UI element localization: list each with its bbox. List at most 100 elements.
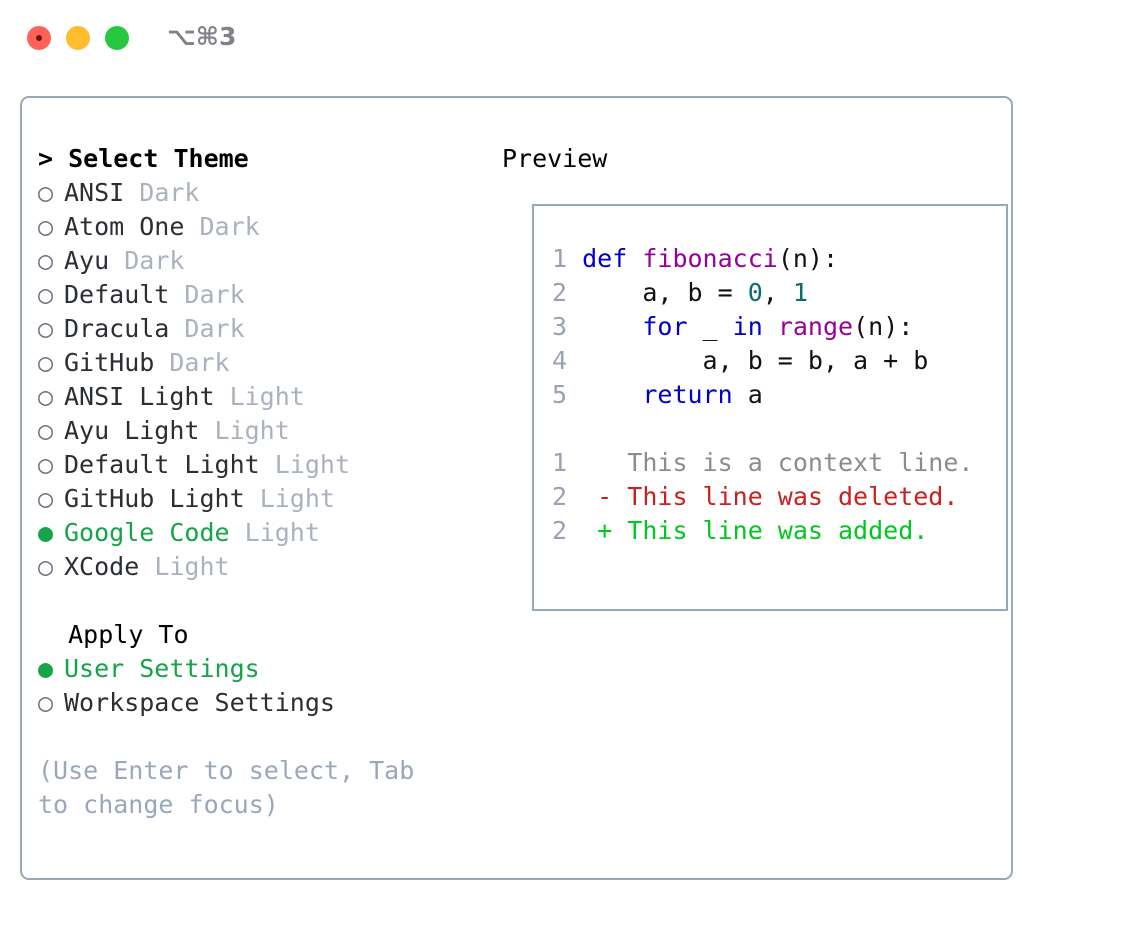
theme-option-default[interactable]: ○ Default Dark [38,278,498,312]
keyboard-hint-text: (Use Enter to select, Tab to change focu… [38,756,430,819]
diff-line: 1 This is a context line. [552,446,1000,480]
theme-option-ansi[interactable]: ○ ANSI Dark [38,176,498,210]
theme-option-ayu-light[interactable]: ○ Ayu Light Light [38,414,498,448]
theme-option-ansi-light[interactable]: ○ ANSI Light Light [38,380,498,414]
code-line: 4 a, b = b, a + b [552,344,1000,378]
apply-to-option-list: ● User Settings ○ Workspace Settings [38,652,498,720]
code-token-kw: in [732,312,763,341]
radio-selected-icon: ● [38,654,54,683]
radio-unselected-icon: ○ [38,416,54,445]
theme-picker-panel: > Select Theme ○ANSI Dark○Atom One Dark○… [38,142,498,822]
theme-option-atom-one[interactable]: ○Atom One Dark [38,210,498,244]
code-token-fn: fibonacci [642,244,778,273]
apply-to-option-workspace-settings[interactable]: ○ Workspace Settings [38,686,498,720]
theme-option-xcode[interactable]: ○ XCode Light [38,550,498,584]
theme-option-name: ANSI Light [64,382,215,411]
radio-unselected-icon: ○ [38,212,54,241]
select-theme-header: > Select Theme [38,144,249,173]
code-token-plain: a [732,380,763,409]
diff-marker: - [597,482,613,511]
apply-to-option-name: Workspace Settings [64,688,335,717]
theme-option-kind: Light [244,518,320,547]
theme-option-name: Ayu [64,246,110,275]
theme-option-google-code[interactable]: ● Google Code Light [38,516,498,550]
theme-option-github[interactable]: ○GitHub Dark [38,346,498,380]
theme-option-kind: Dark [124,246,185,275]
code-token-plain [582,312,642,341]
theme-option-ayu[interactable]: ○Ayu Dark [38,244,498,278]
code-line: 1 def fibonacci(n): [552,242,1000,276]
theme-option-kind: Light [214,416,290,445]
theme-option-kind: Dark [184,280,245,309]
apply-to-header: Apply To [68,620,189,649]
preview-panel: Preview 1 def fibonacci(n):2 a, b = 0, 1… [502,142,1008,611]
code-line: 5 return a [552,378,1000,412]
code-diff-gap [552,412,1000,446]
code-token-plain: _ [687,312,733,341]
theme-option-kind: Dark [139,178,200,207]
apply-to-option-user-settings[interactable]: ● User Settings [38,652,498,686]
theme-option-name: Ayu Light [64,416,200,445]
code-line-number: 1 [552,244,568,273]
traffic-lights [27,26,129,50]
radio-unselected-icon: ○ [38,382,54,411]
theme-option-name: Google Code [64,518,230,547]
theme-option-github-light[interactable]: ○GitHub Light Light [38,482,498,516]
theme-option-name: Default [64,280,170,309]
diff-line-number: 2 [552,482,568,511]
code-line-number: 3 [552,312,568,341]
diff-marker [597,448,612,477]
radio-unselected-icon: ○ [38,688,54,717]
code-token-kw: for [642,312,688,341]
code-line: 3 for _ in range(n): [552,310,1000,344]
minimize-button-icon[interactable] [66,26,90,50]
maximize-button-icon[interactable] [105,26,129,50]
code-token-fn: range [777,312,854,341]
code-token-plain [582,380,642,409]
radio-unselected-icon: ○ [38,552,54,581]
radio-unselected-icon: ○ [38,314,54,343]
diff-text: This line was added. [612,516,929,545]
theme-option-dracula[interactable]: ○ Dracula Dark [38,312,498,346]
radio-unselected-icon: ○ [38,178,54,207]
theme-selection-dialog: > Select Theme ○ANSI Dark○Atom One Dark○… [20,96,1013,880]
theme-option-kind: Light [274,450,350,479]
theme-option-default-light[interactable]: ○ Default Light Light [38,448,498,482]
code-line-number: 5 [552,380,568,409]
close-button-icon[interactable] [27,26,51,50]
code-token-kw: def [582,244,643,273]
theme-option-kind: Light [229,382,305,411]
radio-unselected-icon: ○ [38,348,54,377]
theme-option-name: ANSI [64,178,125,207]
theme-option-name: Atom One [64,212,185,241]
theme-option-name: GitHub Light [64,484,245,513]
code-token-plain: a, b = [582,278,748,307]
code-line-number: 4 [552,346,568,375]
theme-option-name: Default Light [64,450,260,479]
code-token-plain: , [762,278,793,307]
code-token-num: 0 [747,278,763,307]
apply-to-option-name: User Settings [64,654,260,683]
code-line-number: 2 [552,278,568,307]
theme-option-name: Dracula [64,314,170,343]
theme-option-kind: Dark [184,314,245,343]
radio-unselected-icon: ○ [38,450,54,479]
title-bar: ⌥⌘3 [0,0,1140,78]
radio-unselected-icon: ○ [38,280,54,309]
theme-option-name: XCode [64,552,140,581]
diff-text: This line was deleted. [612,482,959,511]
code-token-kw: return [642,380,733,409]
preview-label: Preview [502,144,608,173]
diff-line: 2 - This line was deleted. [552,480,1000,514]
diff-marker: + [597,516,613,545]
radio-unselected-icon: ○ [38,484,54,513]
code-token-plain: (n): [853,312,914,341]
diff-line: 2 + This line was added. [552,514,1000,548]
theme-option-kind: Light [154,552,230,581]
radio-selected-icon: ● [38,518,54,547]
diff-line-number: 1 [552,448,568,477]
code-sample: 1 def fibonacci(n):2 a, b = 0, 1 3 for _ … [552,242,1000,412]
